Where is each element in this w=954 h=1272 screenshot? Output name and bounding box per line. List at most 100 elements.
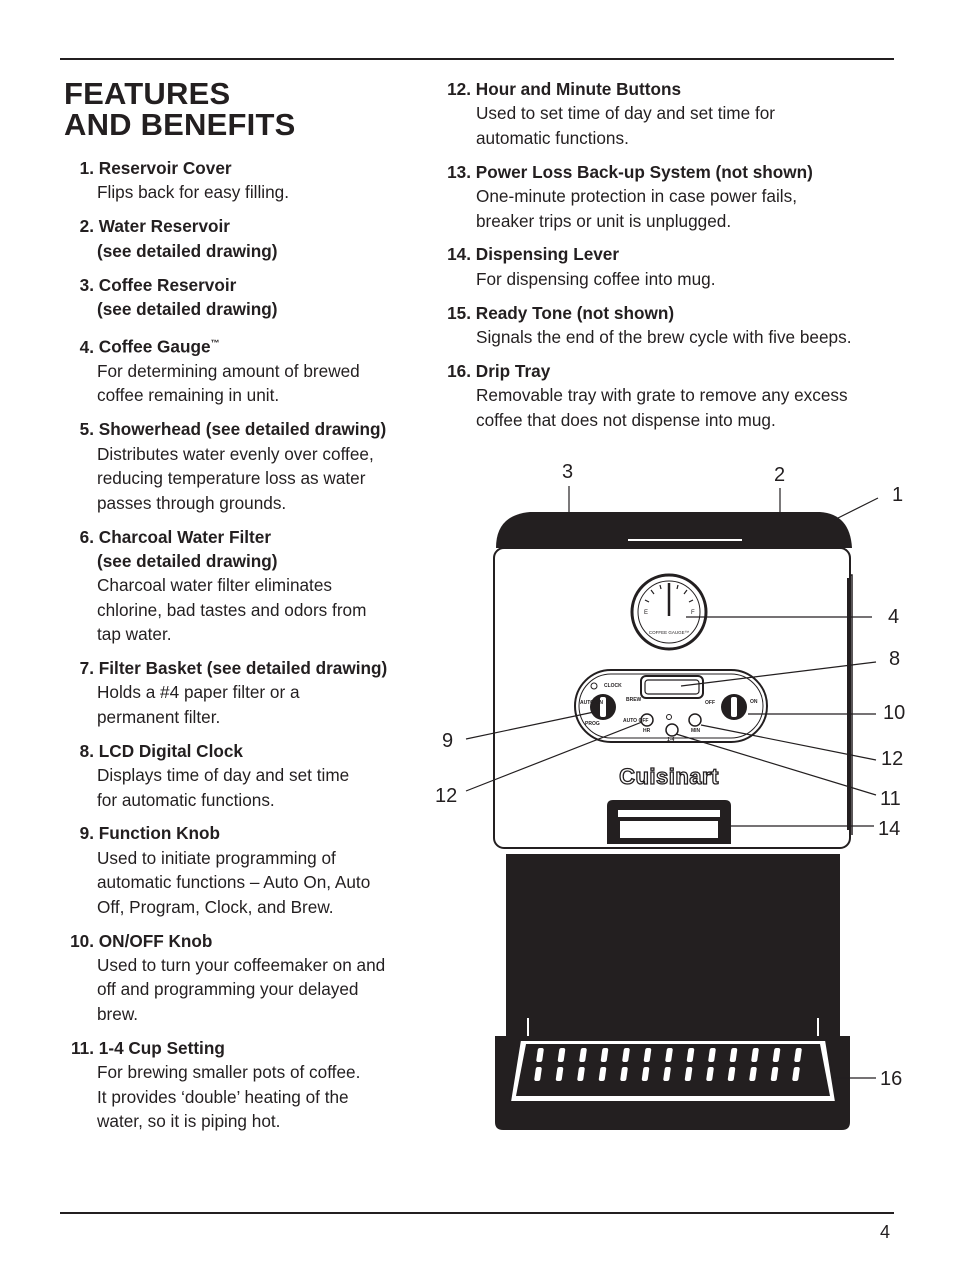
feature-description-line: off and programming your delayed [97, 979, 359, 1000]
feature-subheading: (see detailed drawing) [97, 299, 278, 320]
feature-number: 7. [79, 658, 94, 679]
grate-slot [577, 1067, 585, 1081]
grate-slot [555, 1067, 564, 1081]
grate-slot [770, 1067, 779, 1081]
feature-number: 3. [79, 274, 94, 295]
grate-slot [792, 1067, 800, 1081]
reservoir-cover [496, 512, 852, 548]
feature-description-line: Off, Program, Clock, and Brew. [97, 896, 334, 917]
feature-description-line: automatic functions – Auto On, Auto [97, 872, 371, 893]
feature-number: 6. [79, 526, 94, 547]
feature-description-line: Displays time of day and set time [97, 765, 350, 786]
label-hr: HR [643, 728, 651, 734]
feature-title: Ready Tone (not shown) [475, 302, 675, 323]
trademark-symbol: ™ [210, 337, 220, 348]
feature-subheading: (see detailed drawing) [97, 240, 278, 261]
grate-slot [536, 1048, 544, 1062]
feature-subheading: (see detailed drawing) [97, 550, 278, 571]
grate-slot [534, 1067, 542, 1081]
label-clock: CLOCK [604, 683, 622, 689]
gauge-f-label: F [691, 610, 695, 616]
label-cup: 1-4 [667, 737, 674, 743]
grate-slot [622, 1048, 630, 1062]
hour-button [640, 713, 654, 727]
title-line-2: AND BENEFITS [64, 107, 296, 142]
page-number: 4 [880, 1222, 891, 1242]
feature-heading: 9. Function Knob [64, 821, 434, 845]
drip-tray-grate [534, 1048, 802, 1081]
feature-title: Dispensing Lever [475, 244, 620, 265]
feature-number: 4. [79, 336, 94, 357]
feature-title: Hour and Minute Buttons [475, 79, 682, 99]
lcd-digital-clock [640, 675, 704, 699]
feature-number: 2. [79, 216, 94, 237]
feature-number: 15. [447, 302, 471, 323]
feature-title: Reservoir Cover [98, 158, 232, 178]
label-off: OFF [705, 700, 715, 706]
feature-description-line: Removable tray with grate to remove any … [476, 385, 848, 406]
callout-1: 1 [892, 484, 904, 506]
feature-heading: 3. Coffee Reservoir [64, 273, 434, 297]
feature-description-line: It provides ‘double’ heating of the [97, 1086, 349, 1107]
feature-item: 3. Coffee Reservoir(see detailed drawing… [64, 273, 434, 322]
feature-number: 14. [447, 244, 471, 265]
grate-slot [641, 1067, 650, 1081]
feature-heading: 8. LCD Digital Clock [64, 739, 434, 763]
grate-slot [772, 1048, 781, 1062]
feature-heading: 12. Hour and Minute Buttons [443, 77, 903, 101]
feature-number: 8. [79, 740, 94, 761]
grate-slot [579, 1048, 587, 1062]
feature-item: 6. Charcoal Water Filter(see detailed dr… [64, 525, 434, 647]
grate-slot [706, 1067, 714, 1081]
feature-title: Showerhead (see detailed drawing) [98, 419, 387, 440]
feature-title: Function Knob [98, 823, 221, 844]
feature-heading: 7. Filter Basket (see detailed drawing) [64, 656, 434, 680]
feature-description-line: Flips back for easy filling. [97, 182, 289, 203]
feature-description-line: Used to initiate programming of [97, 847, 336, 868]
grate-slot [686, 1048, 695, 1062]
feature-number: 9. [79, 823, 94, 844]
feature-title: Filter Basket (see detailed drawing) [98, 658, 388, 679]
feature-heading: 11. 1-4 Cup Setting [64, 1036, 434, 1060]
top-rule [60, 58, 894, 60]
callout-4: 4 [888, 606, 900, 628]
grate-slot [749, 1067, 757, 1081]
feature-description-line: reducing temperature loss as water [97, 468, 366, 489]
callout-2: 2 [774, 464, 786, 486]
feature-heading: 5. Showerhead (see detailed drawing) [64, 417, 434, 441]
feature-description-line: Distributes water evenly over coffee, [97, 443, 374, 464]
feature-number: 1. [79, 158, 94, 178]
label-auto-on: AUTO ON [580, 700, 603, 706]
cup-setting-button [665, 723, 679, 737]
grate-slot [794, 1048, 802, 1062]
grate-slot [708, 1048, 716, 1062]
feature-title: Water Reservoir [98, 216, 230, 237]
feature-heading: 16. Drip Tray [443, 359, 903, 383]
feature-heading: 13. Power Loss Back-up System (not shown… [443, 160, 903, 184]
grate-slot [663, 1067, 671, 1081]
feature-item: 13. Power Loss Back-up System (not shown… [443, 160, 903, 233]
page-title: FEATURES AND BENEFITS [64, 78, 295, 140]
label-auto-off: AUTO OFF [623, 718, 648, 724]
feature-number: 16. [447, 361, 471, 382]
leader-lines [465, 486, 879, 1079]
brand-logo: Cuisinart [619, 764, 719, 789]
grate-slot [598, 1067, 607, 1081]
callout-16: 16 [880, 1068, 903, 1090]
feature-description-line: Used to set time of day and set time for [476, 103, 776, 124]
feature-description-line: For determining amount of brewed [97, 361, 360, 382]
feature-description-line: coffee that does not dispense into mug. [476, 409, 776, 430]
feature-description-line: For brewing smaller pots of coffee. [97, 1062, 361, 1083]
feature-title: Power Loss Back-up System (not shown) [475, 161, 813, 182]
feature-item: 5. Showerhead (see detailed drawing)Dist… [64, 417, 434, 515]
feature-description-line: water, so it is piping hot. [97, 1110, 281, 1131]
feature-description-line: chlorine, bad tastes and odors from [97, 599, 367, 620]
feature-description-line: brew. [97, 1003, 139, 1024]
grate-slot [729, 1048, 738, 1062]
